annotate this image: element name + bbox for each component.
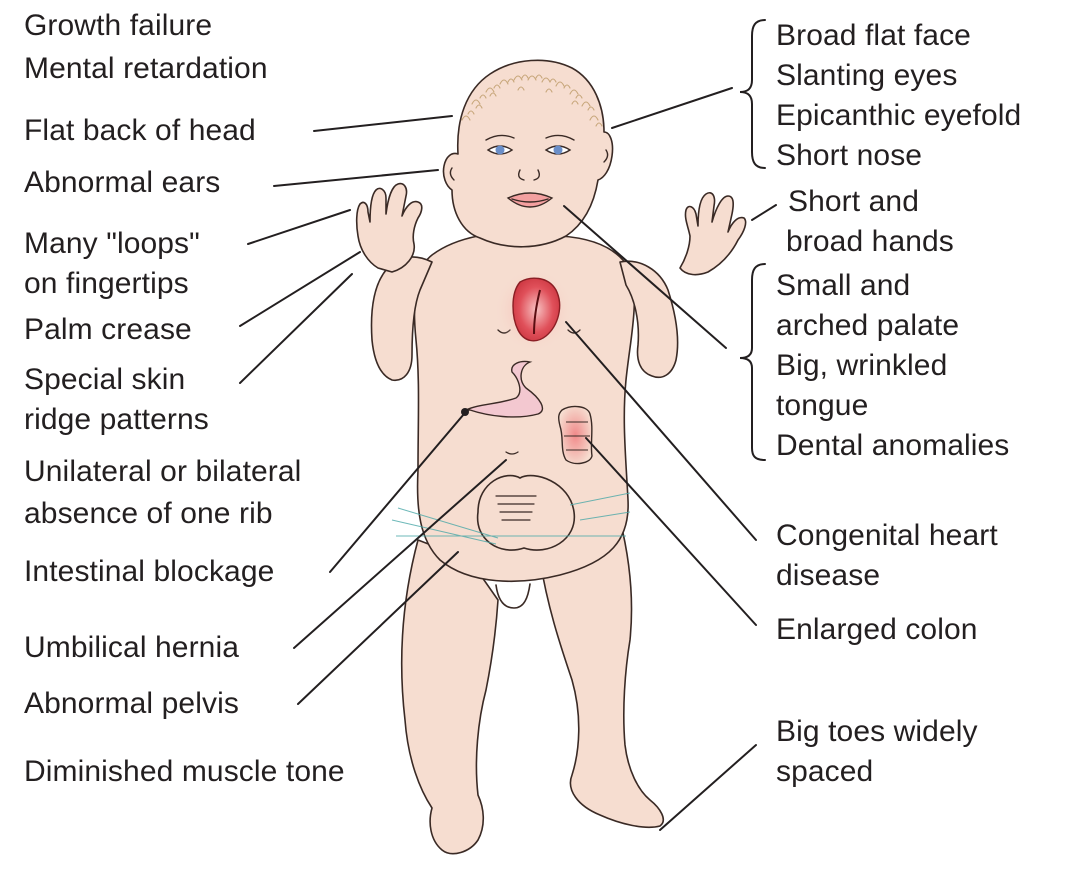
right-hand	[680, 193, 746, 275]
label-broad-hands: broad hands	[786, 222, 954, 262]
label-mental-retardation: Mental retardation	[24, 49, 268, 89]
colon	[559, 407, 592, 464]
label-on-fingertips: on fingertips	[24, 264, 189, 304]
baby-figure	[357, 60, 746, 853]
label-umbilical-hernia: Umbilical hernia	[24, 628, 239, 668]
label-special-skin: Special skin	[24, 360, 185, 400]
brace-mouth	[740, 264, 765, 460]
label-broad-flat-face: Broad flat face	[776, 16, 971, 56]
label-short-nose: Short nose	[776, 136, 922, 176]
label-palm-crease: Palm crease	[24, 310, 192, 350]
label-diminished-muscle-tone: Diminished muscle tone	[24, 752, 345, 792]
head	[443, 60, 612, 246]
braces	[740, 20, 765, 460]
label-disease: disease	[776, 556, 880, 596]
label-short-and: Short and	[788, 182, 919, 222]
label-unilateral-rib: Unilateral or bilateral	[24, 452, 301, 492]
label-abnormal-pelvis: Abnormal pelvis	[24, 684, 239, 724]
label-big-toes-widely: Big toes widely	[776, 712, 978, 752]
label-ridge-patterns: ridge patterns	[24, 400, 209, 440]
label-congenital-heart: Congenital heart	[776, 516, 998, 556]
label-many-loops: Many "loops"	[24, 224, 200, 264]
left-leg	[402, 540, 498, 854]
label-flat-back-of-head: Flat back of head	[24, 111, 256, 151]
label-absence-of-rib: absence of one rib	[24, 494, 273, 534]
label-epicanthic-eyefold: Epicanthic eyefold	[776, 96, 1021, 136]
label-slanting-eyes: Slanting eyes	[776, 56, 957, 96]
groin	[496, 584, 530, 608]
label-intestinal-blockage: Intestinal blockage	[24, 552, 274, 592]
label-small-and: Small and	[776, 266, 910, 306]
label-abnormal-ears: Abnormal ears	[24, 163, 220, 203]
label-enlarged-colon: Enlarged colon	[776, 610, 978, 650]
label-growth-failure: Growth failure	[24, 6, 212, 46]
brace-face	[740, 20, 765, 168]
label-dental-anomalies: Dental anomalies	[776, 426, 1009, 466]
label-tongue: tongue	[776, 386, 868, 426]
label-big-wrinkled: Big, wrinkled	[776, 346, 947, 386]
label-spaced: spaced	[776, 752, 873, 792]
label-arched-palate: arched palate	[776, 306, 959, 346]
